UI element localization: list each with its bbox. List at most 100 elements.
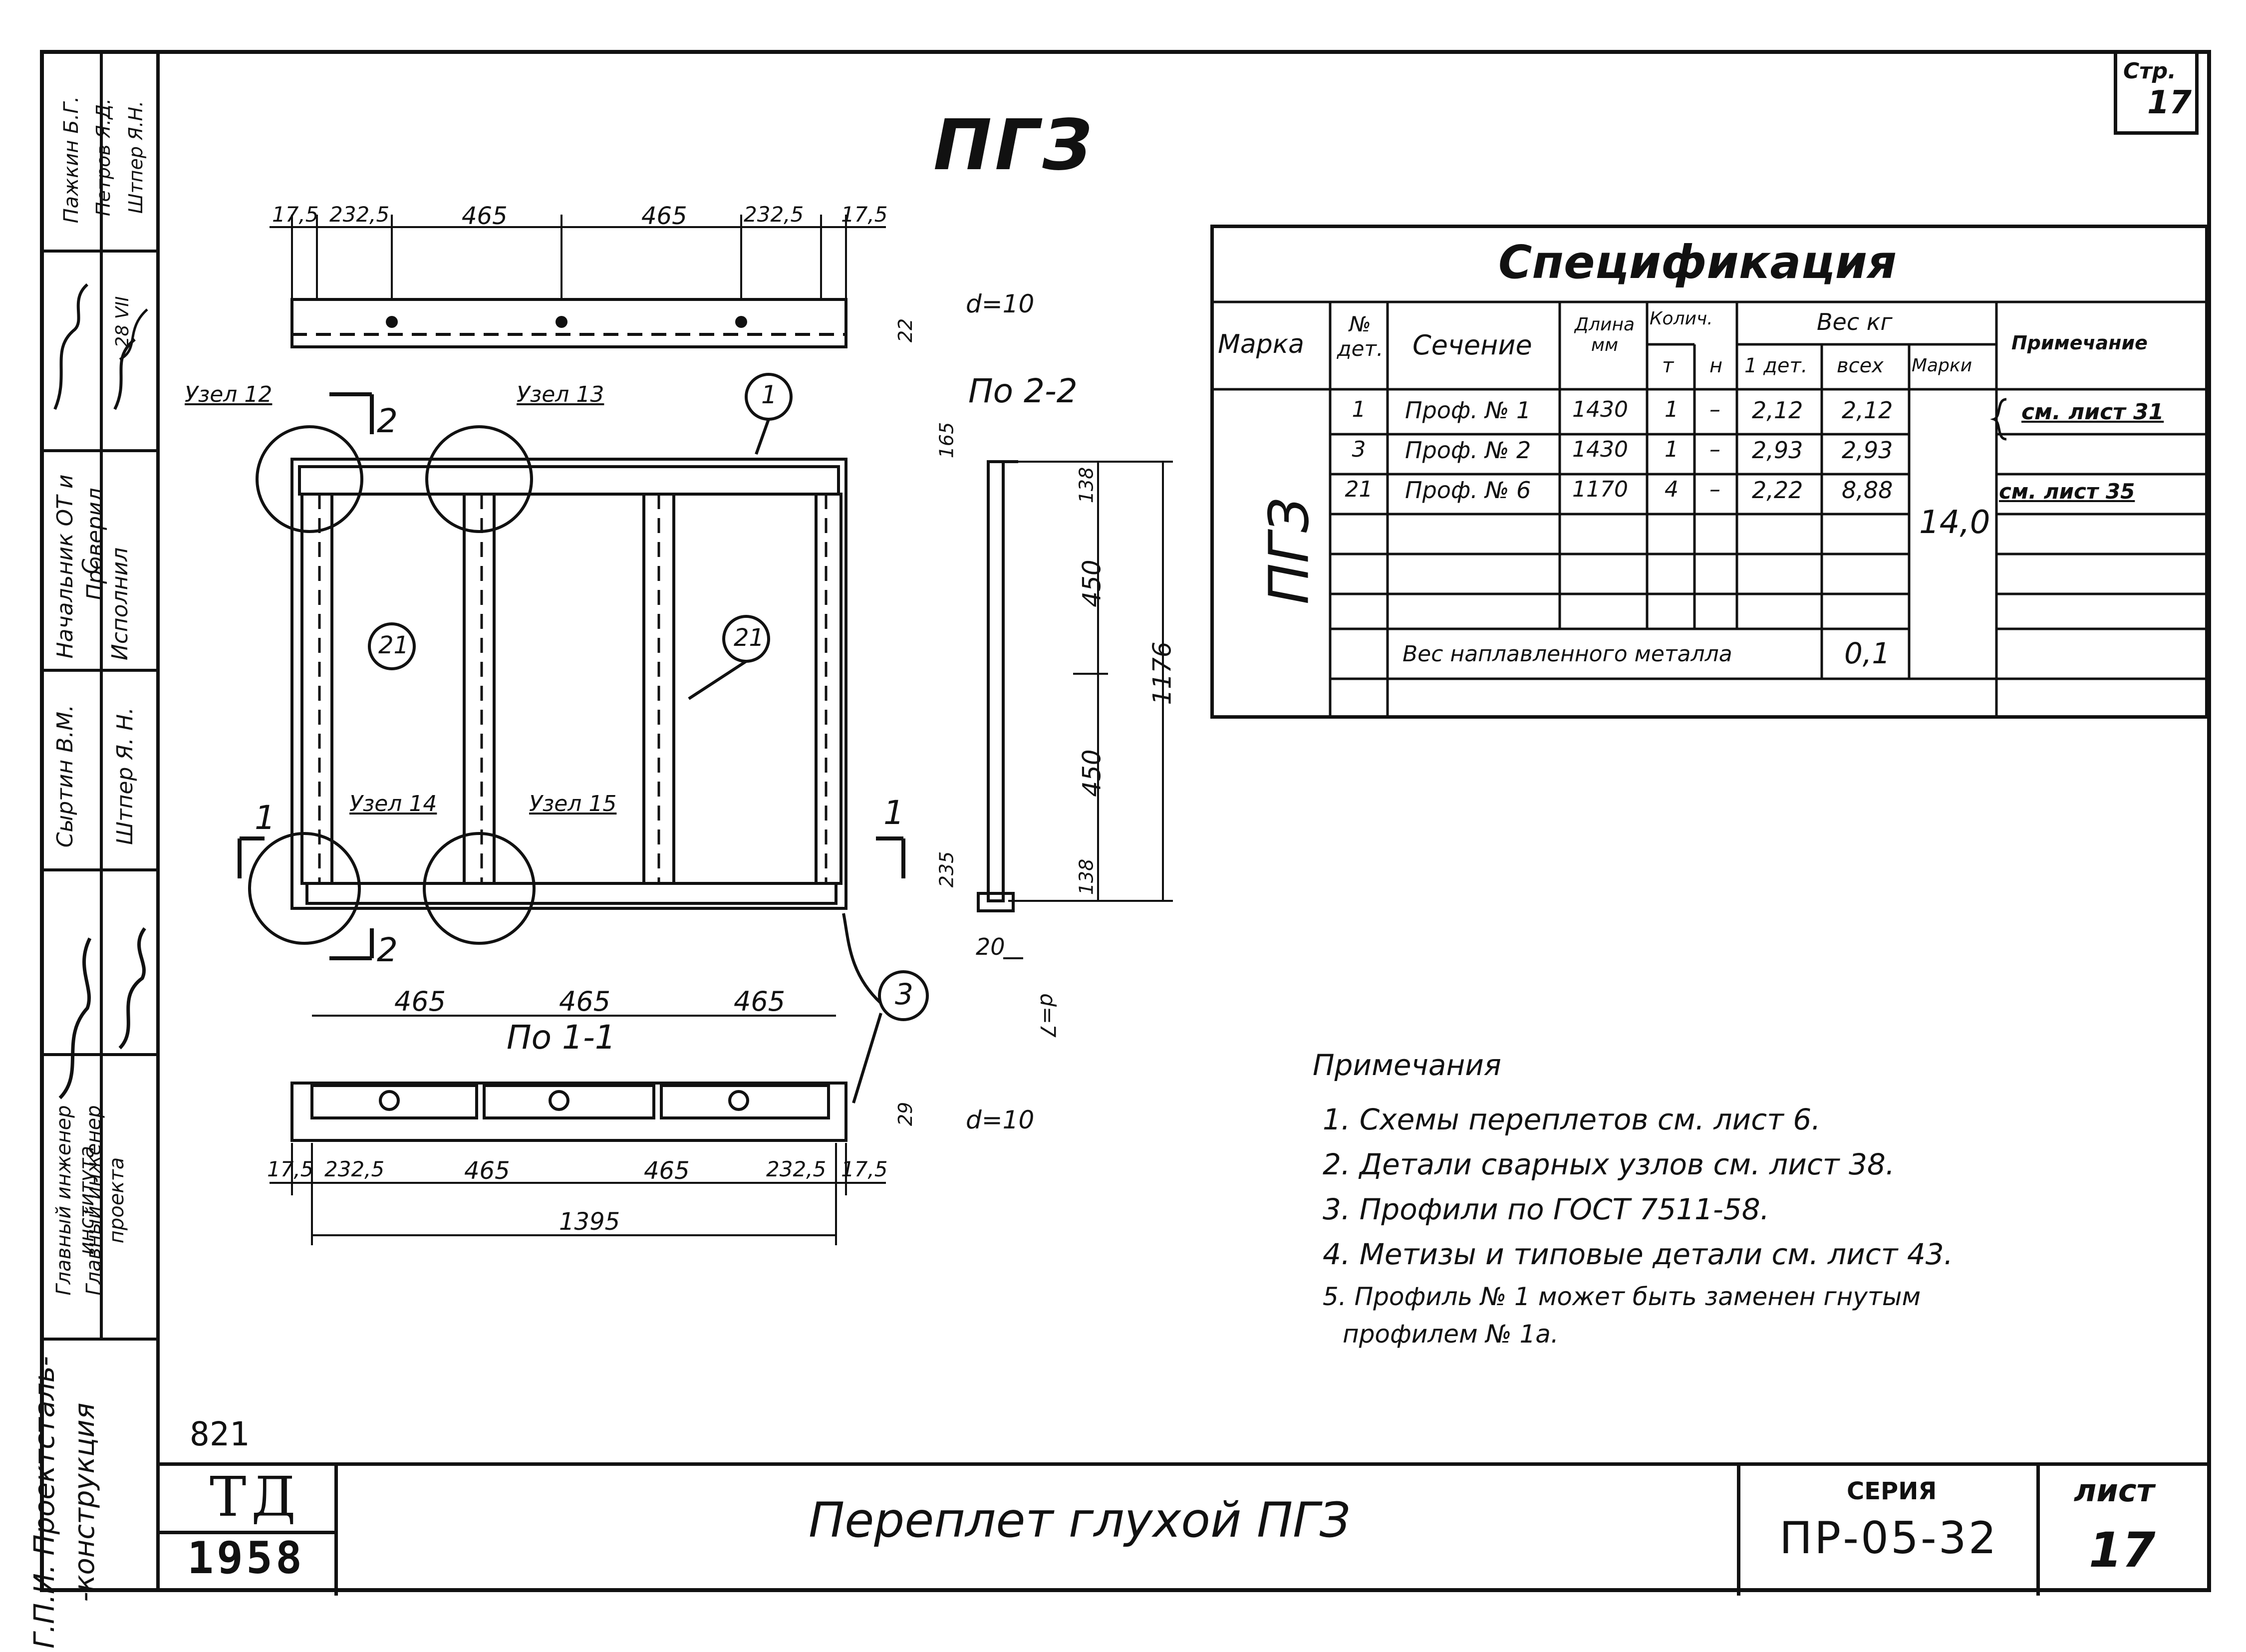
page-stamp: Стр. 17 — [2114, 50, 2199, 135]
cut-mark-2-top: 2 — [377, 402, 398, 440]
row1-section: Проф. № 1 — [1405, 397, 1531, 424]
hdr-note: Примечание — [2011, 332, 2148, 354]
row3-length: 1170 — [1572, 477, 1628, 502]
row1-n: – — [1709, 397, 1720, 422]
dim-section-2: 465 — [559, 986, 611, 1017]
callout-3: 3 — [895, 977, 913, 1011]
dim-top-4: 465 — [641, 202, 687, 230]
thickness-bottom: d=10 — [966, 1105, 1035, 1134]
left-title-strip: Г.П.И. Проектсталь- -конструкция Главный… — [28, 50, 160, 1649]
row2-wall: 2,93 — [1842, 437, 1893, 464]
title-series: ПР-05-32 — [1779, 1512, 1998, 1564]
dim-top-3: 465 — [462, 202, 508, 230]
thickness-top: d=10 — [966, 289, 1035, 318]
page-stamp-number: 17 — [2147, 84, 2192, 121]
row3-section: Проф. № 6 — [1405, 477, 1531, 504]
callout-21-left: 21 — [378, 631, 409, 659]
row2-det: 3 — [1352, 437, 1366, 462]
row3-w1: 2,22 — [1752, 477, 1803, 504]
dim-bottom-6: 17,5 — [841, 1157, 888, 1181]
spec-note-1: см. лист 31 — [2021, 399, 2164, 425]
spec-title: Спецификация — [1498, 236, 1897, 289]
dim-overall: 1395 — [559, 1208, 620, 1236]
row1-w1: 2,12 — [1752, 397, 1803, 424]
note-1: 1. Схемы переплетов см. лист 6. — [1323, 1102, 1821, 1136]
row2-section: Проф. № 2 — [1405, 437, 1531, 464]
dim-top-2: 232,5 — [329, 202, 390, 227]
row3-wall: 8,88 — [1842, 477, 1893, 504]
dim-bottom-3: 465 — [464, 1157, 510, 1185]
spec-weld-value: 0,1 — [1844, 636, 1891, 670]
note-2: 2. Детали сварных узлов см. лист 38. — [1323, 1147, 1895, 1181]
title-code-letters: ТД — [210, 1465, 301, 1529]
cut-mark-2-bottom: 2 — [377, 931, 398, 969]
dim-bottom-1: 17,5 — [267, 1157, 314, 1181]
title-name: Переплет глухой ПГЗ — [809, 1492, 1351, 1548]
title-sheet: 17 — [2089, 1522, 2156, 1578]
row2-n: – — [1709, 437, 1720, 462]
hdr-qty-n: н — [1709, 354, 1723, 377]
spec-table: Спецификация — [1210, 225, 2209, 719]
page-stamp-label: Стр. — [2123, 58, 2177, 84]
hdr-w-all: всех — [1837, 354, 1884, 377]
row1-t: 1 — [1665, 397, 1679, 422]
row1-length: 1430 — [1572, 397, 1628, 422]
section-label-2-2: По 2-2 — [968, 372, 1078, 410]
spec-weld-label: Вес наплавленного металла — [1403, 641, 1732, 667]
dim-top-5: 232,5 — [744, 202, 804, 227]
hdr-section: Сечение — [1412, 329, 1532, 361]
hdr-qty-t: т — [1662, 354, 1674, 377]
hdr-w-mark: Марки — [1912, 355, 1972, 376]
spec-note-2: см. лист 35 — [1999, 479, 2135, 504]
note-5: 5. Профиль № 1 может быть заменен гнутым — [1323, 1282, 1921, 1311]
dim-bottom-4: 465 — [644, 1157, 690, 1185]
hdr-qty: Колич. — [1650, 308, 1713, 329]
note-3: 3. Профили по ГОСТ 7511-58. — [1323, 1192, 1770, 1226]
cut-mark-1-left: 1 — [255, 799, 276, 837]
dim-top-6: 17,5 — [841, 202, 888, 227]
dim-20: 20 — [976, 933, 1005, 960]
node-label-12: Узел 12 — [185, 382, 273, 407]
dim-section-3: 465 — [734, 986, 786, 1017]
spec-mark-weight: 14,0 — [1919, 504, 1990, 541]
spec-mark: ПГЗ — [1257, 497, 1321, 605]
row3-det: 21 — [1345, 477, 1373, 502]
dim-top-1: 17,5 — [272, 202, 319, 227]
row1-det: 1 — [1352, 397, 1366, 422]
drawing-frame — [40, 50, 2211, 1592]
notes-title: Примечания — [1313, 1048, 1501, 1082]
section-label-1-1: По 1-1 — [507, 1018, 616, 1057]
dim-section-1: 465 — [394, 986, 446, 1017]
hdr-w-one: 1 дет. — [1744, 354, 1808, 377]
dim-bottom-5: 232,5 — [766, 1157, 827, 1181]
node-label-15: Узел 15 — [529, 791, 617, 817]
callout-1: 1 — [761, 380, 777, 409]
hdr-det-no: № дет. — [1337, 312, 1384, 361]
notes-block: Примечания 1. Схемы переплетов см. лист … — [1313, 1048, 2161, 1352]
title-series-label: СЕРИЯ — [1847, 1477, 1937, 1505]
drawing-title: ПГЗ — [933, 105, 1095, 186]
title-code-number: 821 — [190, 1415, 250, 1453]
note-5-cont: профилем № 1а. — [1343, 1320, 1559, 1349]
title-sheet-label: лист — [2074, 1472, 2155, 1509]
title-year: 1958 — [187, 1532, 305, 1584]
signatures — [53, 283, 148, 1100]
hdr-mark: Марка — [1218, 329, 1305, 359]
dim-bottom-2: 232,5 — [324, 1157, 385, 1181]
row3-n: – — [1709, 477, 1720, 502]
row3-t: 4 — [1665, 477, 1679, 502]
row2-t: 1 — [1665, 437, 1679, 462]
row2-length: 1430 — [1572, 437, 1628, 462]
hdr-weight: Вес кг — [1817, 308, 1893, 335]
row1-wall: 2,12 — [1842, 397, 1893, 424]
title-block — [160, 1462, 2211, 1596]
node-label-13: Узел 13 — [517, 382, 604, 407]
node-label-14: Узел 14 — [349, 791, 437, 817]
row2-w1: 2,93 — [1752, 437, 1803, 464]
hdr-length: Длина мм — [1574, 314, 1635, 355]
note-4: 4. Метизы и типовые детали см. лист 43. — [1323, 1237, 1954, 1271]
cut-mark-1-right: 1 — [883, 794, 904, 832]
callout-21-right: 21 — [734, 624, 765, 652]
